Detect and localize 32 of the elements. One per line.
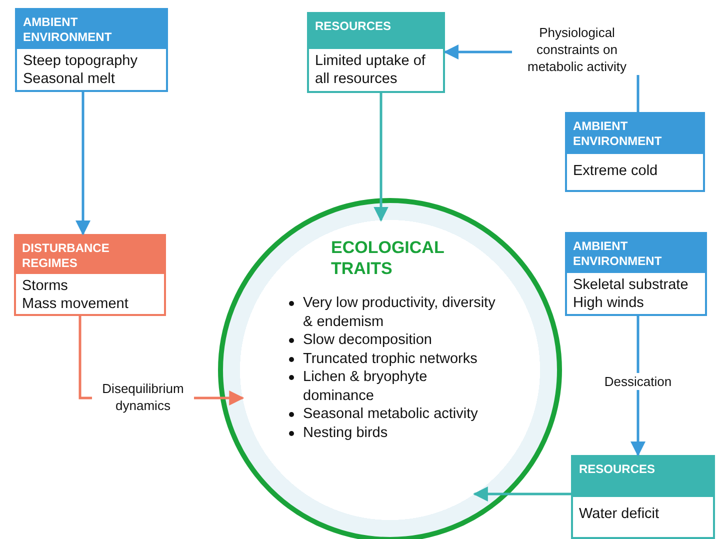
box-heading: RESOURCES — [573, 457, 713, 497]
box-text: Seasonal melt — [23, 70, 116, 88]
box-text: Limited uptake of all resources — [315, 52, 426, 88]
box-text: Water deficit — [579, 505, 660, 523]
bullet-text: Truncated trophic networks — [303, 350, 478, 366]
arrow — [76, 92, 90, 236]
box-heading: AMBIENT ENVIRONMENT — [567, 234, 705, 273]
box-text: Steep topography — [23, 52, 138, 70]
category-box — [15, 8, 168, 92]
category-box — [565, 112, 705, 192]
bullet-text: Nesting birds — [303, 424, 388, 440]
bullet-text: Lichen & bryophyte dominance — [303, 369, 428, 404]
box-text: Mass movement — [22, 295, 130, 313]
category-box — [14, 234, 166, 316]
bullet-text: Slow decomposition — [303, 332, 432, 348]
category-box — [571, 455, 715, 539]
bullet-text: Very low productivity, diversity & endemism — [303, 295, 496, 330]
arrow — [374, 93, 388, 222]
arrow — [472, 486, 571, 502]
circle-heading: ECOLOGICAL TRAITS — [331, 237, 446, 279]
box-text: High winds — [573, 294, 645, 312]
category-box — [565, 232, 707, 316]
box-text: Skeletal substrate — [573, 276, 690, 294]
arrow — [630, 316, 646, 456]
box-heading: AMBIENT ENVIRONMENT — [567, 114, 703, 154]
box-heading: RESOURCES — [309, 14, 443, 49]
category-box — [307, 12, 445, 93]
box-text: Storms — [22, 277, 69, 295]
box-heading: DISTURBANCE REGIMES — [16, 236, 164, 274]
bullet-text: Seasonal metabolic activity — [303, 406, 478, 422]
box-text: Extreme cold — [573, 162, 659, 180]
box-heading: AMBIENT ENVIRONMENT — [17, 10, 166, 49]
